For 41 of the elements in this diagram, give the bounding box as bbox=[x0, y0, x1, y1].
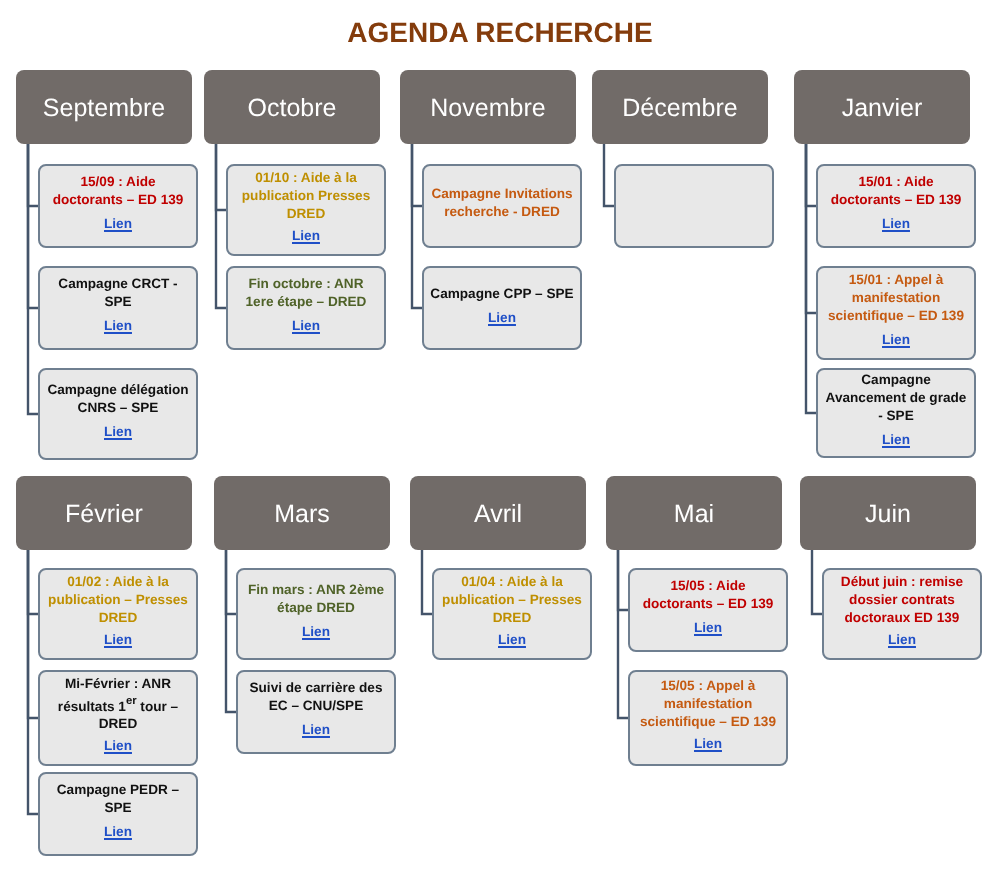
connector-line bbox=[26, 144, 38, 416]
event-card bbox=[226, 266, 386, 350]
month-header: Janvier bbox=[794, 70, 970, 144]
event-card bbox=[236, 670, 396, 754]
month-header: Avril bbox=[410, 476, 586, 550]
event-card bbox=[816, 368, 976, 458]
event-card bbox=[422, 164, 582, 248]
connector-line bbox=[26, 550, 38, 816]
event-card bbox=[816, 266, 976, 360]
page-title: AGENDA RECHERCHE bbox=[345, 16, 655, 48]
month-header: Mai bbox=[606, 476, 782, 550]
event-card bbox=[432, 568, 592, 660]
connector-line bbox=[804, 144, 816, 415]
empty-card bbox=[614, 164, 774, 248]
connector-line bbox=[410, 144, 422, 310]
event-card bbox=[38, 266, 198, 350]
event-card bbox=[236, 568, 396, 660]
connector-line bbox=[602, 144, 614, 208]
month-header: Novembre bbox=[400, 70, 576, 144]
event-card bbox=[38, 164, 198, 248]
connector-line bbox=[616, 550, 628, 720]
event-card bbox=[38, 670, 198, 766]
event-card bbox=[38, 772, 198, 856]
month-header: Février bbox=[16, 476, 192, 550]
event-card bbox=[628, 670, 788, 766]
month-header: Juin bbox=[800, 476, 976, 550]
connector-line bbox=[224, 550, 236, 714]
connector-line bbox=[810, 550, 822, 616]
event-card bbox=[38, 568, 198, 660]
event-card bbox=[38, 368, 198, 460]
event-card bbox=[822, 568, 982, 660]
event-card bbox=[226, 164, 386, 256]
event-card bbox=[816, 164, 976, 248]
event-card bbox=[422, 266, 582, 350]
month-header: Octobre bbox=[204, 70, 380, 144]
connector-line bbox=[214, 144, 226, 310]
month-header: Septembre bbox=[16, 70, 192, 144]
event-card bbox=[628, 568, 788, 652]
month-header: Décembre bbox=[592, 70, 768, 144]
connector-line bbox=[420, 550, 432, 616]
month-header: Mars bbox=[214, 476, 390, 550]
